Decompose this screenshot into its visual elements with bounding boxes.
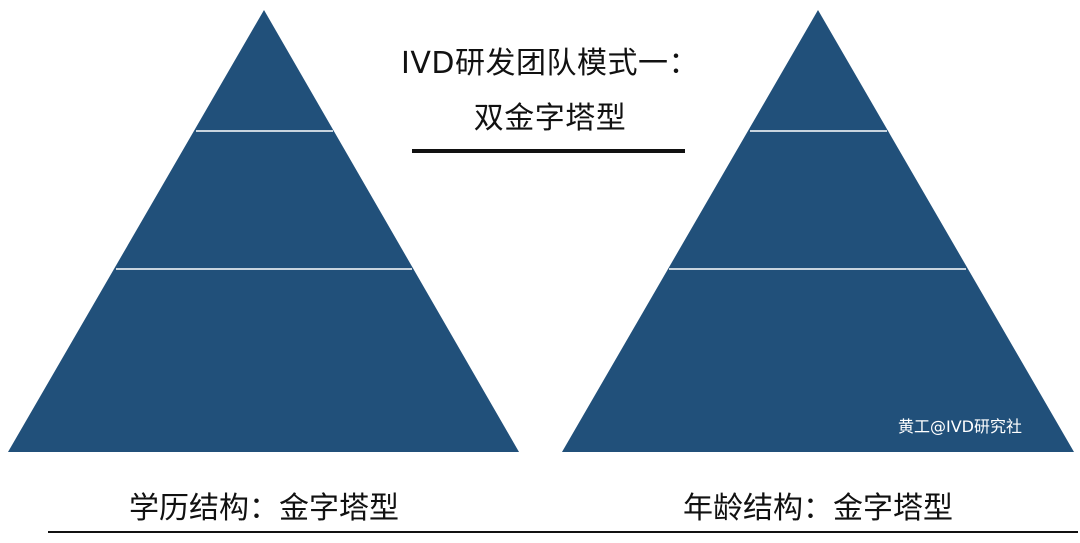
pyramid-left [8, 10, 519, 452]
watermark: 黄工@IVD研究社 [898, 417, 1022, 436]
caption-right: 年龄结构：金字塔型 [683, 491, 953, 526]
title-underline [412, 149, 685, 153]
pyramid-right [562, 10, 1074, 452]
title-line-2: 双金字塔型 [473, 101, 627, 136]
caption-left: 学历结构：金字塔型 [129, 491, 399, 526]
title-line-1: IVD研发团队模式一： [401, 46, 699, 81]
bottom-rule [48, 531, 1078, 533]
